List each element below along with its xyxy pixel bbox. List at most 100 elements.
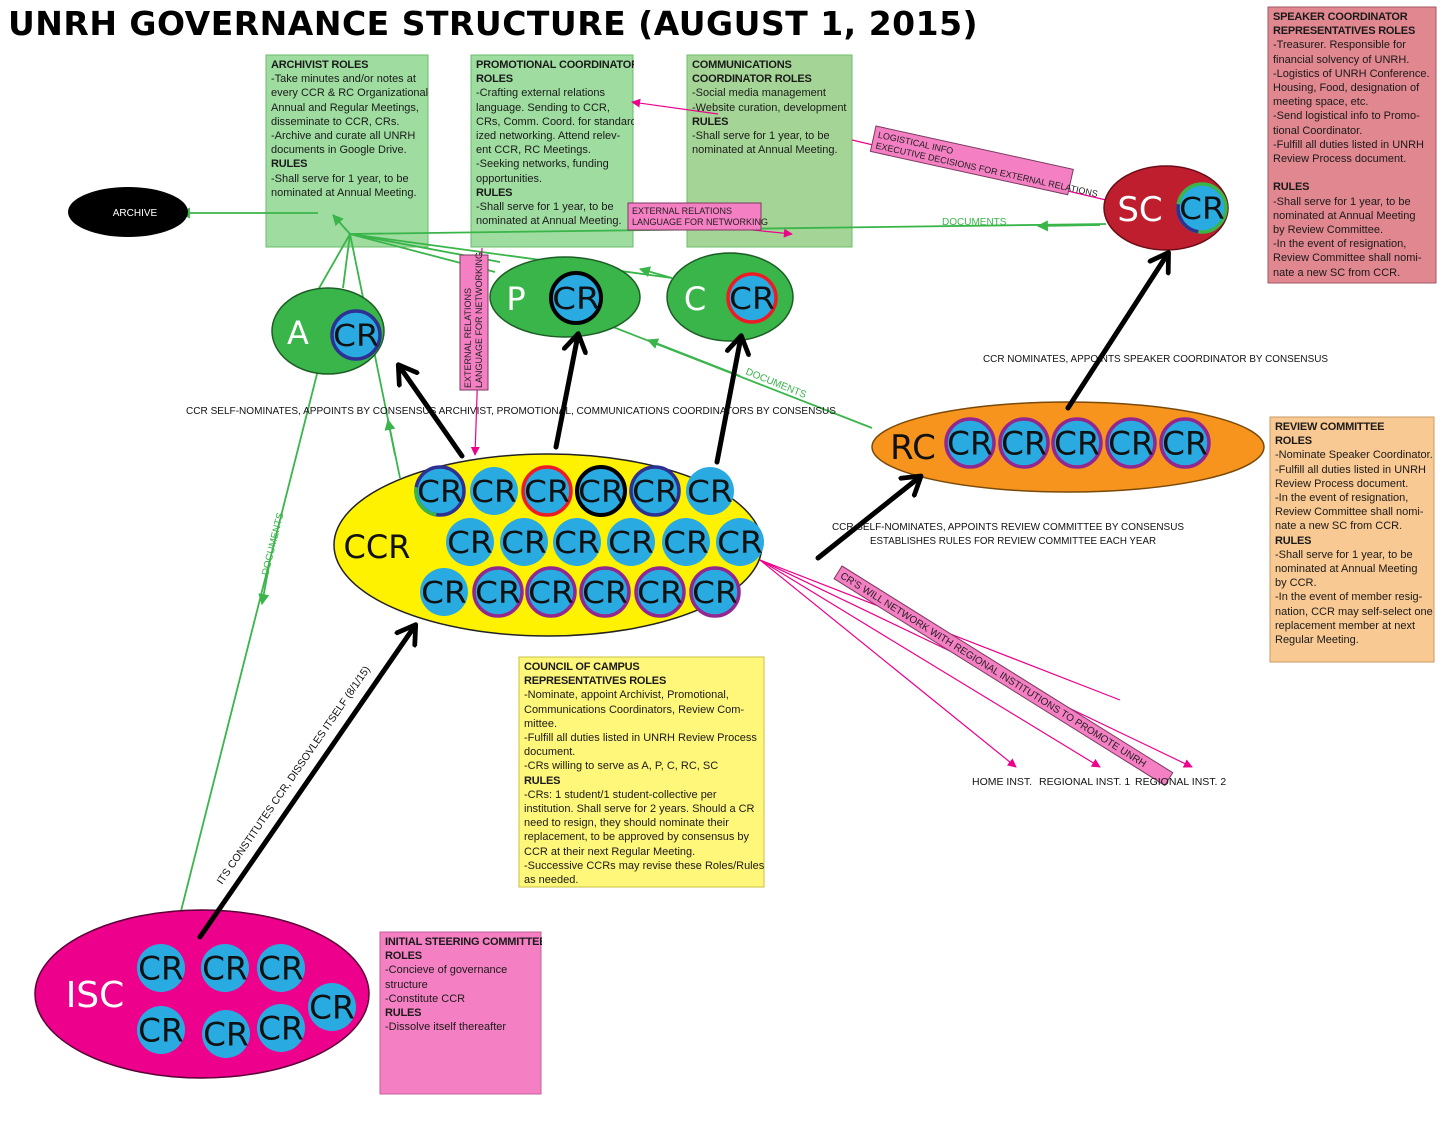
box-line	[1273, 166, 1433, 180]
external-relations-text: EXTERNAL RELATIONS	[632, 206, 732, 216]
box-rules-heading: RULES	[692, 115, 729, 128]
external-relations-label: EXTERNAL RELATIONS LANGUAGE FOR NETWORKI…	[627, 202, 768, 231]
box-rules-heading: RULES	[1273, 181, 1310, 194]
cr-circle[interactable]: CR	[944, 417, 996, 469]
cr-network-label: CR'S WILL NETWORK WITH REGIONAL INSTITUT…	[833, 565, 1174, 787]
box-line: mittee.	[524, 717, 558, 730]
hub-to-a-line-2	[342, 233, 351, 289]
rc-to-sc-arrow	[1065, 258, 1165, 411]
external-relations-vertical-text: EXTERNAL RELATIONS	[463, 288, 473, 388]
box-rule: nominated at Annual Meeting.	[692, 144, 838, 157]
cr-label: CR	[729, 282, 775, 317]
cr-circle[interactable]: CR	[525, 566, 577, 618]
box-line: -Nominate, appoint Archivist, Promotiona…	[524, 689, 729, 702]
home-inst-label: HOME INST.	[972, 776, 1032, 788]
cr-circle[interactable]: CR	[308, 983, 356, 1031]
documents-label-left: DOCUMENTS	[260, 511, 286, 577]
box-line: -CRs willing to serve as A, P, C, RC, SC	[524, 760, 719, 773]
ccr-to-rc-arrow	[815, 480, 916, 561]
cr-circle[interactable]: CR	[446, 518, 494, 566]
cr-label: CR	[471, 475, 517, 510]
box-rule: by Review Committee.	[1273, 224, 1384, 237]
language-networking-vertical-text: LANGUAGE FOR NETWORKING	[474, 252, 484, 388]
cr-label: CR	[947, 425, 993, 463]
box-line: -Fulfill all duties listed in UNRH	[1275, 463, 1426, 476]
council-roles-box	[518, 656, 765, 888]
cr-circle[interactable]: CR	[726, 272, 778, 324]
cr-circle[interactable]: CR	[414, 465, 466, 517]
cr-circle[interactable]: CR	[1176, 182, 1228, 234]
box-line: Housing, Food, designation of	[1273, 82, 1420, 95]
box-line: financial solvency of UNRH.	[1273, 53, 1410, 66]
box-rule: nation, CCR may self-select one	[1275, 605, 1433, 618]
box-heading: COORDINATOR ROLES	[692, 73, 812, 86]
box-heading: COUNCIL OF CAMPUS	[524, 661, 640, 673]
cr-network-text: CR'S WILL NETWORK WITH REGIONAL INSTITUT…	[838, 571, 1148, 770]
c-node-label: C	[684, 280, 706, 318]
cr-circle[interactable]: CR	[629, 465, 681, 517]
box-line: Review Committee shall nomi-	[1275, 506, 1424, 519]
cr-circle[interactable]: CR	[521, 465, 573, 517]
council-roles-text: COUNCIL OF CAMPUS REPRESENTATIVES ROLES-N…	[520, 658, 765, 886]
cr-circle[interactable]: CR	[553, 518, 601, 566]
box-line: -Fulfill all duties listed in UNRH	[1273, 138, 1424, 151]
box-rule: Review Committee shall nomi-	[1273, 252, 1422, 265]
box-line: ent CCR, RC Meetings.	[476, 144, 591, 157]
cr-circle[interactable]: CR	[500, 518, 548, 566]
cr-circle[interactable]: CR	[470, 467, 518, 515]
cr-circle[interactable]: CR	[662, 518, 710, 566]
isc-to-a-arrow	[258, 559, 271, 606]
cr-circle[interactable]: CR	[998, 417, 1050, 469]
cr-label: CR	[1179, 192, 1225, 227]
cr-circle[interactable]: CR	[689, 566, 741, 618]
cr-label: CR	[1162, 425, 1208, 463]
cr-label: CR	[501, 526, 547, 561]
box-heading: ARCHIVIST ROLES	[271, 59, 369, 71]
cr-circle[interactable]: CR	[607, 518, 655, 566]
cr-label: CR	[552, 282, 600, 317]
box-line: -Treasurer. Responsible for	[1273, 39, 1406, 52]
box-heading: SPEAKER COORDINATOR	[1273, 11, 1408, 23]
cr-circle[interactable]: CR	[137, 944, 185, 992]
cr-circle[interactable]: CR	[420, 568, 468, 616]
cr-circle[interactable]: CR	[634, 566, 686, 618]
cr-circle[interactable]: CR	[579, 566, 631, 618]
cr-circle[interactable]: CR	[716, 518, 764, 566]
ccr-to-p-arrow	[553, 340, 577, 450]
cr-circle[interactable]: CR	[549, 271, 603, 325]
cr-circle[interactable]: CR	[330, 309, 382, 361]
box-heading: ROLES	[385, 950, 422, 963]
cr-circle[interactable]: CR	[472, 566, 524, 618]
cr-label: CR	[138, 950, 184, 988]
box-line: -Social media management	[692, 87, 826, 100]
box-line: meeting space, etc.	[1273, 96, 1369, 109]
cr-circle[interactable]: CR	[686, 467, 734, 515]
hub-to-a-line	[317, 233, 351, 291]
establishes-rules-label: ESTABLISHES RULES FOR REVIEW COMMITTEE E…	[870, 535, 1156, 547]
documents-label-top: DOCUMENTS	[942, 217, 1007, 228]
archive-node[interactable]	[68, 187, 188, 237]
box-line: Review Process document.	[1275, 477, 1409, 490]
cr-circle[interactable]: CR	[257, 1004, 305, 1052]
box-rule: replacement, to be approved by consensus…	[524, 831, 750, 844]
cr-circle[interactable]: CR	[202, 1010, 250, 1058]
box-line: disseminate to CCR, CRs.	[271, 115, 400, 128]
box-rule: -Shall serve for 1 year, to be	[1273, 195, 1411, 208]
cr-circle[interactable]: CR	[1105, 417, 1157, 469]
box-heading: REPRESENTATIVES ROLES	[524, 675, 667, 688]
cr-circle[interactable]: CR	[201, 944, 249, 992]
box-rule: nate a new SC from CCR.	[1273, 266, 1401, 279]
box-rules-heading: RULES	[476, 186, 513, 199]
cr-circle[interactable]: CR	[1159, 417, 1211, 469]
cr-circle[interactable]: CR	[137, 1006, 185, 1054]
cr-circle[interactable]: CR	[1051, 417, 1103, 469]
ccr-nominates-sc-label: CCR NOMINATES, APPOINTS SPEAKER COORDINA…	[983, 353, 1328, 365]
cr-label: CR	[258, 1010, 304, 1048]
isc-constitutes-label: ITS CONSTITUTES CCR, DISSOVLES ITSELF (8…	[215, 664, 373, 887]
cr-circle[interactable]: CR	[575, 465, 627, 517]
cr-circle[interactable]: CR	[257, 944, 305, 992]
box-rule: -In the event of resignation,	[1273, 238, 1407, 251]
rc-node-label: RC	[890, 428, 936, 468]
